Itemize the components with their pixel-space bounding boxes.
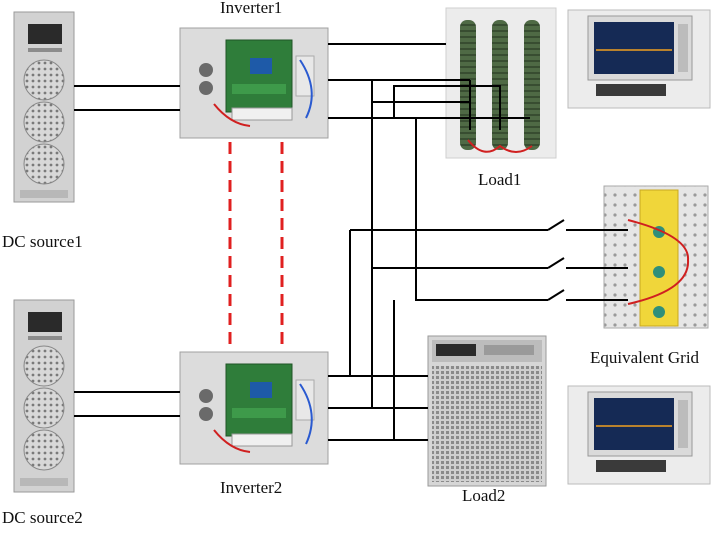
load-2	[427, 335, 547, 487]
load1-label: Load1	[478, 170, 522, 189]
equivalent-grid	[603, 185, 709, 329]
load2-label: Load2	[462, 486, 506, 505]
oscilloscope-2	[567, 385, 711, 485]
dc-source2-label: DC source2	[2, 508, 83, 527]
inverter-1	[179, 27, 329, 139]
inverter-2	[179, 351, 329, 465]
dc-source-2	[13, 299, 75, 493]
inverter2-label: Inverter2	[220, 478, 283, 497]
load-1	[445, 7, 557, 159]
oscilloscope-1	[567, 9, 711, 109]
power-wiring	[74, 43, 628, 441]
communication-links	[228, 142, 284, 350]
inverter1-label: Inverter1	[220, 0, 283, 17]
supply-display	[28, 24, 62, 44]
dc-source-1	[13, 11, 75, 203]
equivalent-grid-label: Equivalent Grid	[590, 348, 700, 367]
supply-display	[28, 312, 62, 332]
dc-source1-label: DC source1	[2, 232, 83, 251]
